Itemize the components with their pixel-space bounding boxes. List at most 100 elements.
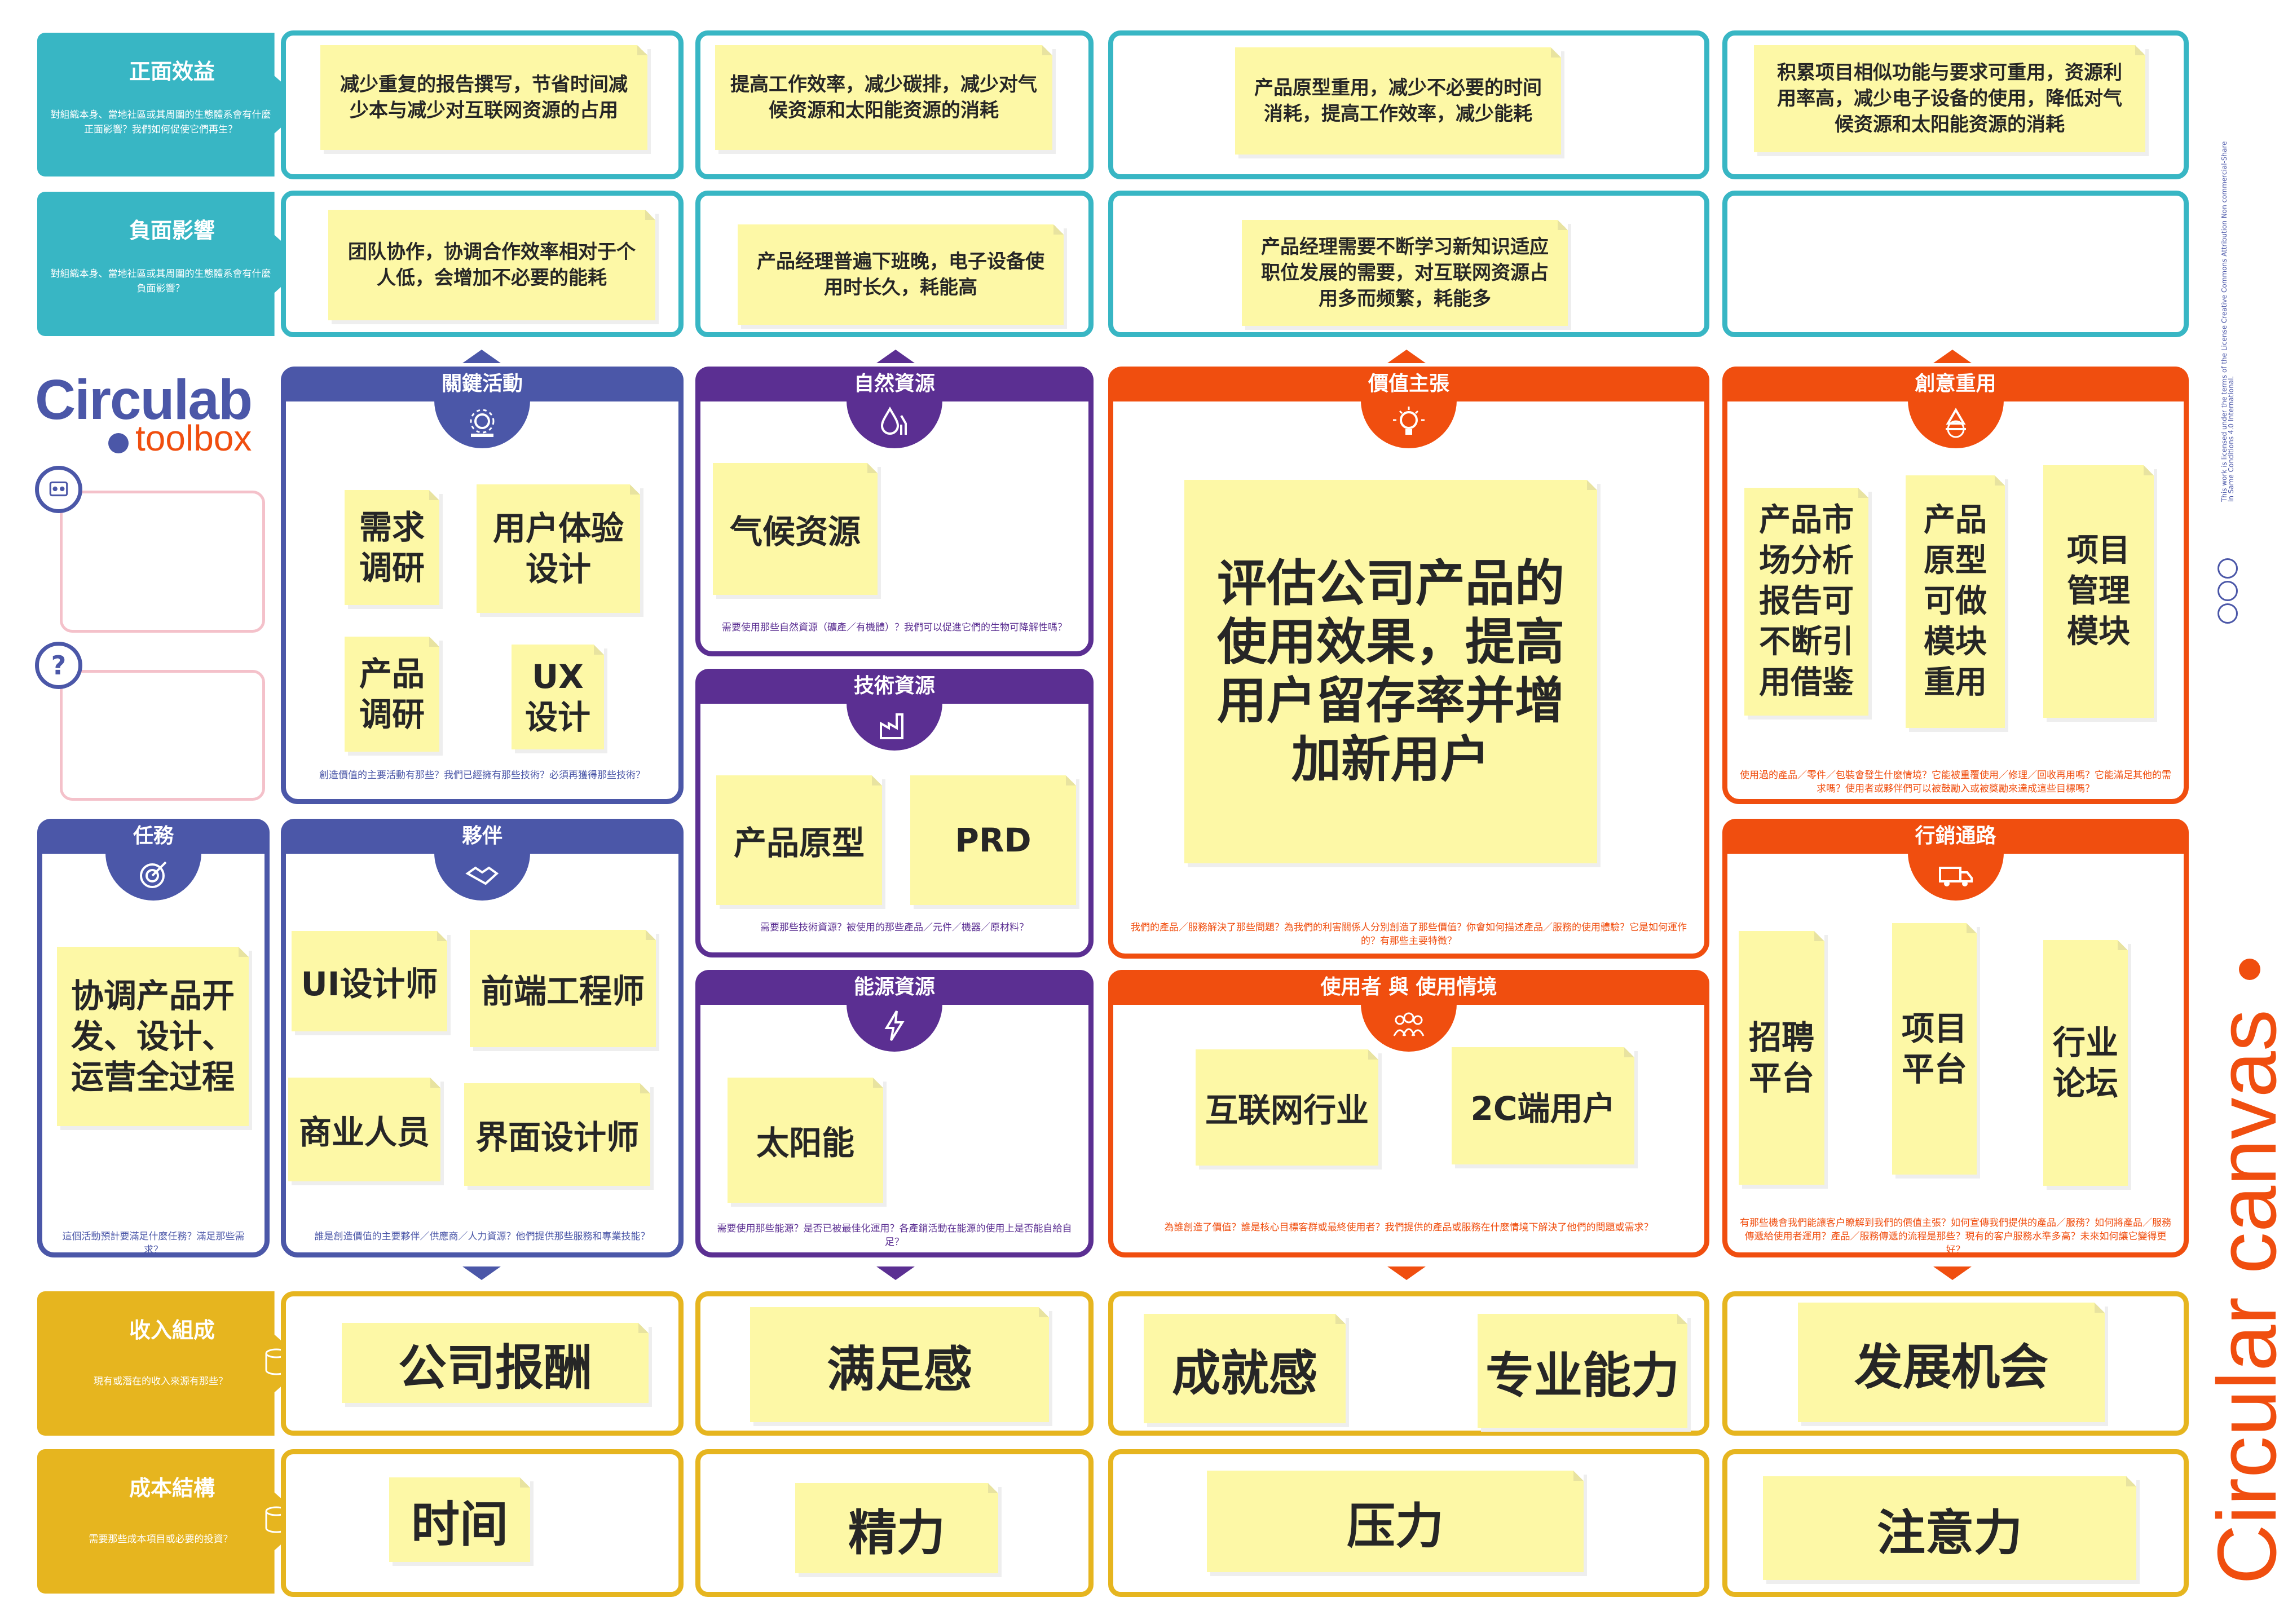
value-title: 價值主張 <box>1108 367 1709 401</box>
users-icon <box>1361 1000 1457 1052</box>
natural-question: 需要使用那些自然資源（礦產／有機體）？我們可以促進它們的生物可降解性嗎？ <box>722 622 1067 633</box>
negative-box-4 <box>1722 191 2189 337</box>
sticky-note: 产品市 场分析 报告可 不断引 用借鉴 <box>1744 488 1868 716</box>
sticky-note: 前端工程师 <box>470 930 656 1047</box>
negative-title: 負面影響 <box>129 218 215 243</box>
sticky-note: 协调产品开 发、设计、 运营全过程 <box>57 947 249 1126</box>
channels-title: 行銷通路 <box>1722 819 2189 854</box>
license-text: This work is licensed under the terms of… <box>2221 141 2234 502</box>
sticky-note: 评估公司产品的使用效果，提高用户留存率并增加新用户 <box>1184 480 1597 863</box>
cost-subtitle: 需要那些成本項目或必要的投資？ <box>89 1534 233 1545</box>
block-value-proposition: 價值主張 评估公司产品的使用效果，提高用户留存率并增加新用户 我們的產品／服務解… <box>1108 367 1709 959</box>
block-natural-resources: 自然資源 气候资源 需要使用那些自然資源（礦產／有機體）？我們可以促進它們的生物… <box>695 367 1094 656</box>
arrow-down-icon <box>876 1266 915 1280</box>
question-icon: ? <box>35 642 82 689</box>
sticky-note: 产品经理普遍下班晚，电子设备使用时长久，耗能高 <box>738 224 1064 325</box>
value-question: 我們的產品／服務解決了那些問題？為我們的利害關係人分別創造了那些價值？你會如何描… <box>1131 922 1687 947</box>
cost-box-1 <box>281 1449 684 1597</box>
reuse-title: 創意重用 <box>1722 367 2189 401</box>
sticky-note: 产品 原型 可做 模块 重用 <box>1906 475 2005 728</box>
sticky-note: 积累项目相似功能与要求可重用，资源利用率高，减少电子设备的使用，降低对气候资源和… <box>1754 45 2145 152</box>
mission-title: 任務 <box>37 819 270 854</box>
empty-box-1 <box>60 491 265 633</box>
recycle-icon <box>1907 396 2004 448</box>
sticky-note: 项目 平台 <box>1892 923 1977 1175</box>
factory-icon <box>847 699 942 751</box>
natural-title: 自然資源 <box>695 367 1094 401</box>
circular-canvas-dot-icon <box>2239 959 2260 980</box>
negative-impacts-label: 負面影響 對組織本身、當地社區或其周圍的生態體系會有什麼負面影響？ <box>37 192 307 336</box>
sticky-note: 减少重复的报告撰写，节省时间减少本与减少对互联网资源的占用 <box>320 45 647 150</box>
arrow-down-icon <box>1933 1266 1972 1280</box>
block-channels: 行銷通路 招聘 平台 项目 平台 行业 论坛 有那些機會我們能讓客户瞭解到我們的… <box>1722 819 2189 1257</box>
sticky-note: 商业人员 <box>288 1078 440 1181</box>
lightbulb-icon <box>1361 396 1457 448</box>
arrow-down-icon <box>1387 1266 1426 1280</box>
sticky-note: 需求 调研 <box>345 490 439 605</box>
sticky-note: 成就感 <box>1144 1314 1346 1423</box>
channels-question: 有那些機會我們能讓客户瞭解到我們的價值主張？如何宣傳我們提供的產品／服務？如何將… <box>1740 1217 2171 1256</box>
arrow-up-icon <box>1387 350 1426 363</box>
cost-label: 成本結構 需要那些成本項目或必要的投資？ <box>37 1449 307 1594</box>
revenue-title: 收入組成 <box>129 1318 215 1343</box>
block-users-context: 使用者 與 使用情境 互联网行业 2C端用户 為誰創造了價值？誰是核心目標客群或… <box>1108 970 1709 1257</box>
positive-title: 正面效益 <box>129 59 215 84</box>
reuse-question: 使用過的產品／零件／包裝會發生什麼情境？它能被重覆使用／修理／回收再用嗎？它能滿… <box>1740 770 2171 795</box>
sticky-note: 产品原型 <box>716 775 882 905</box>
sticky-note: 满足感 <box>750 1307 1049 1422</box>
tech-question: 需要那些技術資源？被使用的那些產品／元件／機器／原材料？ <box>760 922 1029 933</box>
sticky-note: 界面设计师 <box>464 1083 650 1186</box>
energy-title: 能源資源 <box>695 970 1094 1005</box>
sticky-note: 时间 <box>389 1477 530 1562</box>
block-technical-resources: 技術資源 产品原型 PRD 需要那些技術資源？被使用的那些產品／元件／機器／原材… <box>695 669 1094 957</box>
block-creative-reuse: 創意重用 产品市 场分析 报告可 不断引 用借鉴 产品 原型 可做 模块 重用 … <box>1722 367 2189 804</box>
target-icon <box>105 849 201 901</box>
sticky-note: 项目 管理 模块 <box>2043 465 2154 718</box>
sticky-note: 气候资源 <box>713 463 878 595</box>
sticky-note: 精力 <box>795 1483 998 1573</box>
tech-title: 技術資源 <box>695 669 1094 704</box>
sticky-note: PRD <box>910 775 1076 905</box>
partners-title: 夥伴 <box>281 819 684 854</box>
truck-icon <box>1907 849 2004 901</box>
cost-title: 成本結構 <box>129 1476 215 1501</box>
revenue-subtitle: 現有或潛在的收入來源有那些？ <box>94 1376 228 1387</box>
toolbox-logo: toolbox <box>135 418 252 458</box>
nc-license-icon <box>2218 603 2238 624</box>
negative-subtitle: 對組織本身、當地社區或其周圍的生態體系會有什麼負面影響？ <box>50 268 271 294</box>
block-energy-resources: 能源資源 太阳能 需要使用那些能源？是否已被最佳化運用？各產銷活動在能源的使用上… <box>695 970 1094 1257</box>
sticky-note: 太阳能 <box>728 1078 883 1203</box>
sticky-note: 公司报酬 <box>342 1323 649 1403</box>
sticky-note: 行业 论坛 <box>2043 940 2128 1186</box>
sticky-note: 专业能力 <box>1478 1314 1687 1428</box>
arrow-down-icon <box>462 1266 501 1280</box>
revenue-label: 收入組成 現有或潛在的收入來源有那些？ <box>37 1291 307 1436</box>
users-title: 使用者 與 使用情境 <box>1108 970 1709 1005</box>
positive-subtitle: 對組織本身、當地社區或其周圍的生態體系會有什麼正面影響？我們如何促使它們再生？ <box>50 109 271 135</box>
lightning-icon <box>847 1000 942 1052</box>
handshake-icon <box>434 849 530 901</box>
circulab-logo: Circulab <box>35 368 253 431</box>
by-license-icon <box>2218 581 2238 601</box>
users-question: 為誰創造了價值？誰是核心目標客群或最終使用者？我們提供的產品或服務在什麼情境下解… <box>1164 1222 1654 1233</box>
sticky-note: 招聘 平台 <box>1739 931 1824 1185</box>
block-key-activities: 關鍵活動 需求 调研 用户体验 设计 产品 调研 UX 设计 創造價值的主要活動… <box>281 367 684 804</box>
empty-box-2 <box>60 670 265 801</box>
sticky-note: 2C端用户 <box>1452 1047 1634 1164</box>
sticky-note: 互联网行业 <box>1196 1049 1378 1166</box>
sticky-note: 注意力 <box>1763 1476 2136 1580</box>
activities-title: 關鍵活動 <box>281 367 684 401</box>
sticky-note: 压力 <box>1207 1471 1584 1572</box>
positive-impacts-label: 正面效益 對組織本身、當地社區或其周圍的生態體系會有什麼正面影響？我們如何促使它… <box>37 33 307 176</box>
sticky-note: 用户体验 设计 <box>477 484 640 613</box>
sticky-note: 发展机会 <box>1798 1303 2105 1422</box>
arrow-up-icon <box>462 350 501 363</box>
activities-question: 創造價值的主要活動有那些？我們已經擁有那些技術？必須再獲得那些技術？ <box>319 770 645 781</box>
partners-question: 誰是創造價值的主要夥伴／供應商／人力資源？他們提供那些服務和專業技能？ <box>314 1231 650 1242</box>
sticky-note: 产品经理需要不断学习新知识适应职位发展的需要，对互联网资源占用多而频繁，耗能多 <box>1242 220 1568 326</box>
circulab-dot-icon <box>108 433 129 453</box>
arrow-up-icon <box>876 350 915 363</box>
sticky-note: 产品原型重用，减少不必要的时间消耗，提高工作效率，减少能耗 <box>1235 47 1561 155</box>
cc-license-icon <box>2218 558 2238 579</box>
gear-icon <box>434 396 530 448</box>
